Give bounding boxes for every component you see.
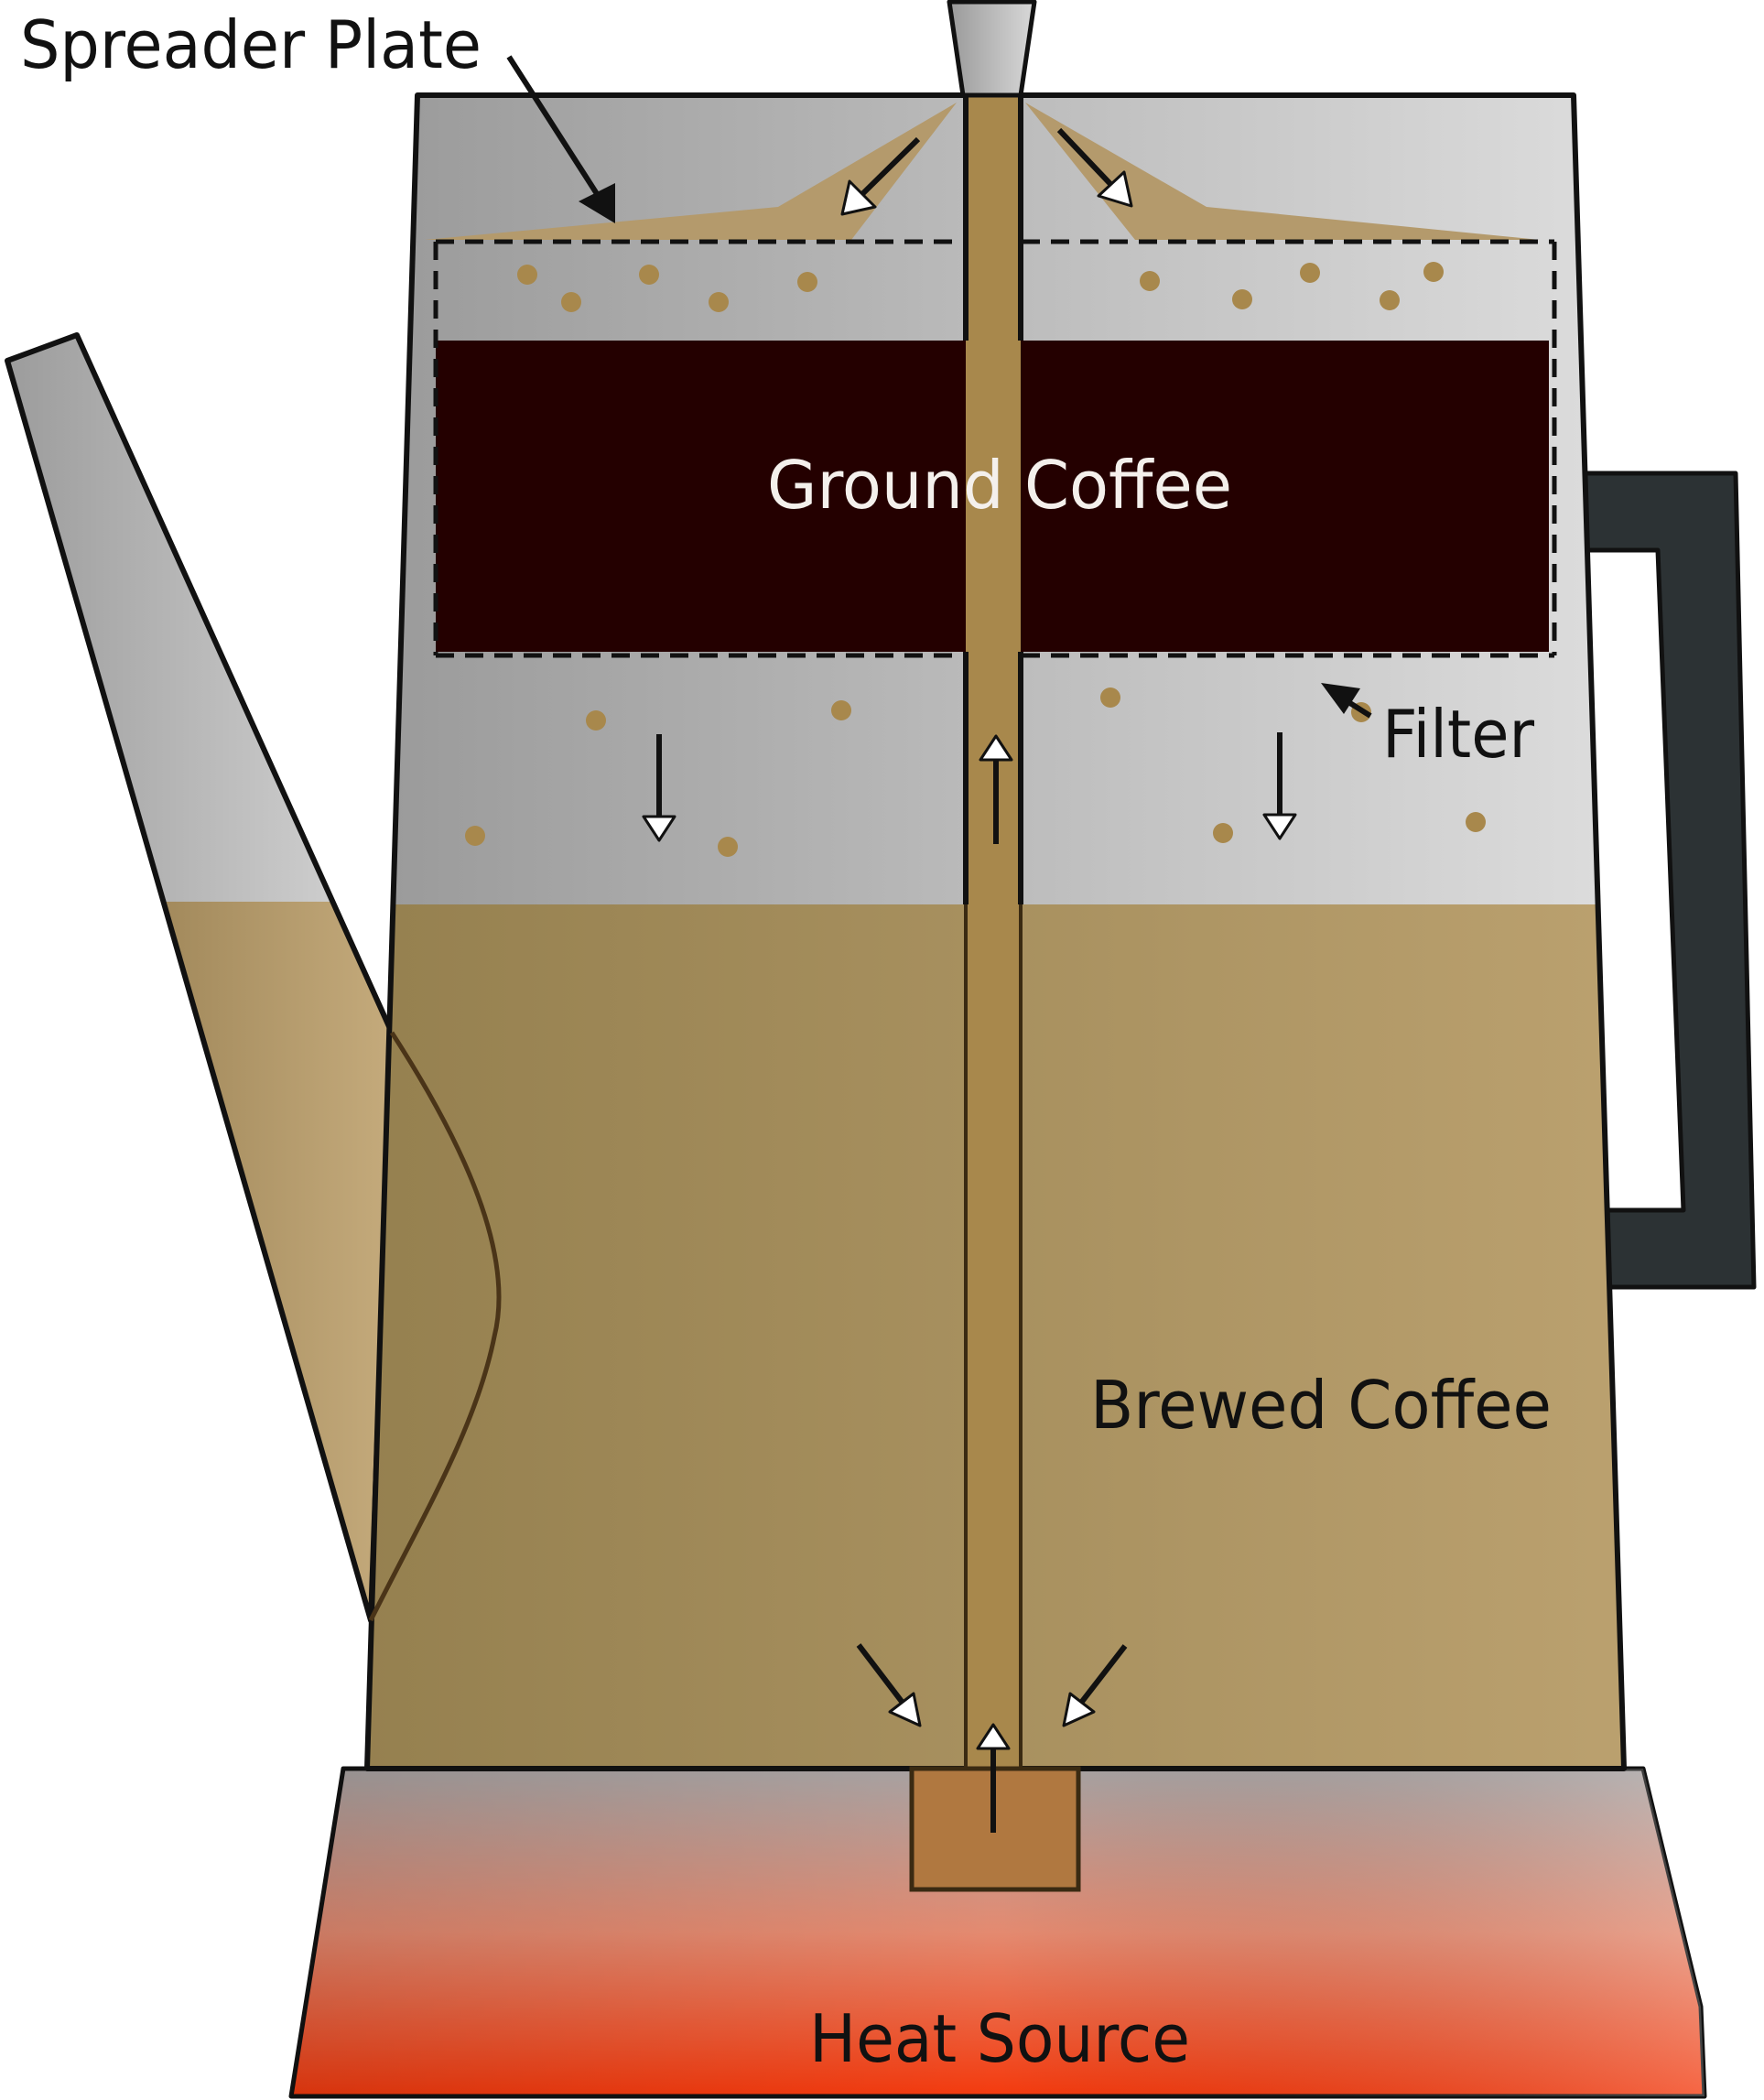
- droplet: [1466, 812, 1486, 832]
- droplet: [1100, 687, 1120, 708]
- brewed-coffee-label: Brewed Coffee: [1090, 1367, 1552, 1444]
- droplet: [1300, 263, 1320, 283]
- heat-source: [288, 1766, 1707, 2099]
- pot-spout: [5, 332, 395, 1623]
- arrow-tube-up: [979, 734, 1013, 844]
- filter-label: Filter: [1382, 696, 1534, 773]
- arrow-well-up: [976, 1723, 1011, 1833]
- arrow-intake-left: [856, 1643, 922, 1727]
- heat-source-label: Heat Source: [809, 2000, 1190, 2077]
- arrow-spray-right: [1056, 127, 1133, 208]
- droplet: [1423, 262, 1444, 282]
- arrow-drip-right: [1262, 732, 1297, 840]
- spreader-plate-spray: [425, 103, 1540, 240]
- arrow-drip-left: [642, 734, 676, 842]
- droplet: [465, 826, 485, 846]
- pot-handle: [1581, 471, 1757, 1290]
- pump-tube: [963, 95, 1023, 1769]
- label-pointers: [506, 55, 1372, 719]
- top-knob: [947, 0, 1037, 98]
- droplet: [639, 265, 659, 285]
- droplet: [797, 272, 817, 292]
- spreader-plate-label: Spreader Plate: [20, 6, 482, 83]
- droplet: [1380, 290, 1400, 310]
- droplet: [586, 710, 606, 731]
- spout-neck-curve: [368, 1031, 502, 1622]
- droplet: [517, 265, 537, 285]
- droplet: [709, 292, 729, 312]
- droplet: [831, 700, 851, 720]
- droplet: [1140, 271, 1160, 291]
- filter-pointer: [1321, 683, 1372, 719]
- flow-arrows: [642, 127, 1297, 1833]
- droplet: [718, 837, 738, 857]
- arrow-spray-left: [840, 136, 921, 216]
- spreader-plate-pointer: [506, 55, 615, 223]
- droplet: [1232, 289, 1252, 309]
- ground-coffee-label: Ground Coffee: [767, 447, 1232, 524]
- arrow-intake-right: [1062, 1644, 1128, 1727]
- droplet: [1213, 823, 1233, 843]
- droplet: [561, 292, 581, 312]
